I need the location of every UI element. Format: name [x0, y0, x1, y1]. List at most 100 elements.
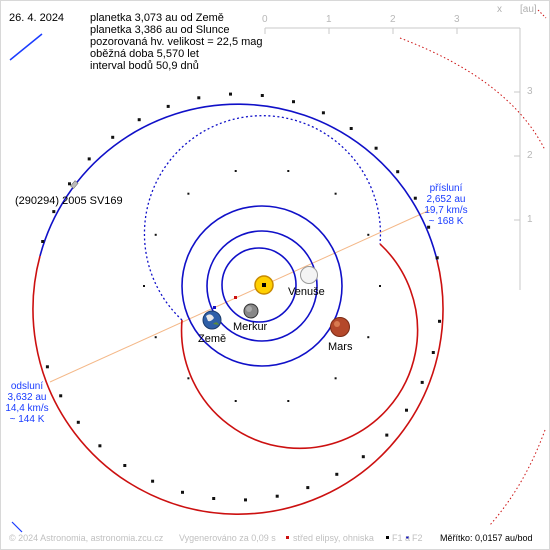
- mars-orbit-point-marker: [154, 336, 157, 339]
- unit-label: [au]: [520, 4, 537, 15]
- orbit-point-marker: [123, 464, 127, 467]
- corner-mark-top-right-icon: [537, 9, 547, 19]
- mars-orbit-point-marker: [379, 285, 381, 287]
- orbit-point-marker: [361, 455, 365, 459]
- orbit-point-marker: [181, 490, 184, 494]
- orbit-point-marker: [98, 444, 102, 448]
- orbit-point-marker: [212, 497, 216, 500]
- orbit-point-marker: [438, 319, 441, 323]
- earth-orbit: [181, 205, 343, 367]
- legend-f1-swatch: [386, 536, 389, 539]
- perihelion-temp: ~ 168 K: [428, 216, 464, 227]
- footer-copyright: © 2024 Astronomia, astronomia.zcu.cz: [9, 533, 164, 543]
- orbit-point-marker: [59, 394, 63, 398]
- mars-orbit-point-marker: [234, 400, 237, 402]
- earth-clouds: [206, 314, 214, 322]
- date-label: 26. 4. 2024: [9, 12, 65, 24]
- mars-orbit-point-marker: [287, 400, 290, 402]
- mars-orbit-point-marker: [143, 285, 145, 287]
- mars-highlight: [334, 321, 340, 327]
- orbit-point-marker: [52, 210, 56, 214]
- orbit-point-marker: [166, 104, 170, 108]
- info-point-interval: interval bodů 50,9 dnů: [90, 60, 199, 72]
- y-tick-3: 3: [527, 86, 533, 97]
- orbit-point-marker: [431, 351, 435, 354]
- orbit-point-marker: [385, 433, 389, 437]
- mars-orbit-point-marker: [187, 377, 190, 380]
- mars-orbit-below: [180, 243, 419, 450]
- mars-orbit-point-marker: [287, 170, 290, 172]
- orbit-point-marker: [396, 170, 400, 174]
- venus-globe: [300, 266, 318, 284]
- mars-label: Mars: [328, 341, 353, 353]
- orbit-point-marker: [374, 146, 378, 150]
- aphelion-temp: ~ 144 K: [9, 414, 45, 425]
- orbit-point-marker: [413, 196, 417, 200]
- orbit-point-marker: [435, 256, 439, 260]
- asteroid-orbit-below: [32, 255, 444, 515]
- mars-orbit-point-marker: [367, 233, 370, 236]
- venus-orbit: [206, 230, 318, 342]
- focus-f2: [213, 306, 216, 309]
- aphelion-title: odsluní: [10, 381, 44, 392]
- orbit-point-marker: [292, 100, 295, 104]
- focus-f1: [262, 283, 266, 287]
- orbit-point-marker: [349, 127, 353, 130]
- orbit-point-marker: [306, 486, 310, 490]
- orbit-point-marker: [321, 111, 325, 115]
- earth-land: [213, 322, 219, 325]
- orbit-point-marker: [41, 240, 45, 243]
- asteroid-name-label: (290294) 2005 SV169: [15, 195, 123, 207]
- mars-orbit-point-marker: [154, 233, 157, 236]
- mars-globe: [330, 317, 350, 337]
- mars-orbit-point-marker: [234, 170, 237, 172]
- orbit-point-marker: [197, 96, 201, 100]
- orbit-point-marker: [275, 494, 279, 498]
- x-axis-label: x: [497, 4, 502, 15]
- asteroid-marker: [70, 180, 79, 189]
- mercury-orbit: [221, 247, 297, 323]
- jupiter-orbit-bottom: [489, 429, 546, 526]
- orbit-point-marker: [260, 94, 264, 97]
- orbit-point-marker: [335, 472, 339, 476]
- motion-direction-icon: [9, 33, 43, 61]
- orbit-point-marker: [111, 135, 115, 139]
- mars-orbit-point-marker: [334, 377, 337, 380]
- footer-legend-center: střed elipsy, ohniska: [293, 533, 374, 543]
- orbit-point-marker: [87, 157, 91, 161]
- footer-legend-f1: F1 a: [392, 533, 411, 543]
- corner-mark-bottom-left-icon: [11, 521, 23, 533]
- orbit-point-marker: [68, 182, 71, 186]
- y-tick-2: 2: [527, 150, 533, 161]
- perihelion-speed: 19,7 km/s: [424, 205, 468, 216]
- orbit-point-marker: [45, 365, 49, 369]
- aphelion-speed: 14,4 km/s: [5, 403, 49, 414]
- perihelion-title: přísluní: [429, 183, 463, 194]
- info-block: planetka 3,073 au od Země planetka 3,386…: [90, 12, 263, 72]
- perihelion-distance: 2,652 au: [426, 194, 466, 205]
- footer-generated: Vygenerováno za 0,09 s: [179, 533, 276, 543]
- footer-scale: Měřítko: 0,0157 au/bod: [440, 533, 533, 543]
- x-tick-0: 0: [262, 14, 268, 25]
- info-magnitude: pozorovaná hv. velikost = 22,5 mag: [90, 36, 263, 48]
- legend-center-swatch: [286, 536, 289, 539]
- footer-legend-f2: F2: [412, 533, 423, 543]
- orbit-point-marker: [151, 479, 155, 483]
- orbit-point-marker: [427, 225, 431, 229]
- mercury-shade: [246, 306, 252, 312]
- orbit-point-marker: [137, 118, 141, 122]
- aphelion-distance: 3,632 au: [7, 392, 47, 403]
- aphelion-info: odsluní 3,632 au 14,4 km/s ~ 144 K: [0, 381, 54, 425]
- venus-label: Venuše: [288, 286, 325, 298]
- mercury-label: Merkur: [233, 321, 268, 333]
- orbit-point-marker: [244, 498, 247, 502]
- mars-orbit-point-marker: [187, 192, 190, 195]
- mars-orbit-above: [143, 115, 382, 321]
- perihelion-info: přísluní 2,652 au 19,7 km/s ~ 168 K: [418, 183, 474, 227]
- orbit-point-markers: [41, 92, 441, 502]
- x-tick-1: 1: [326, 14, 332, 25]
- orbit-point-marker: [76, 420, 80, 424]
- info-distance-sun: planetka 3,386 au od Slunce: [90, 24, 230, 36]
